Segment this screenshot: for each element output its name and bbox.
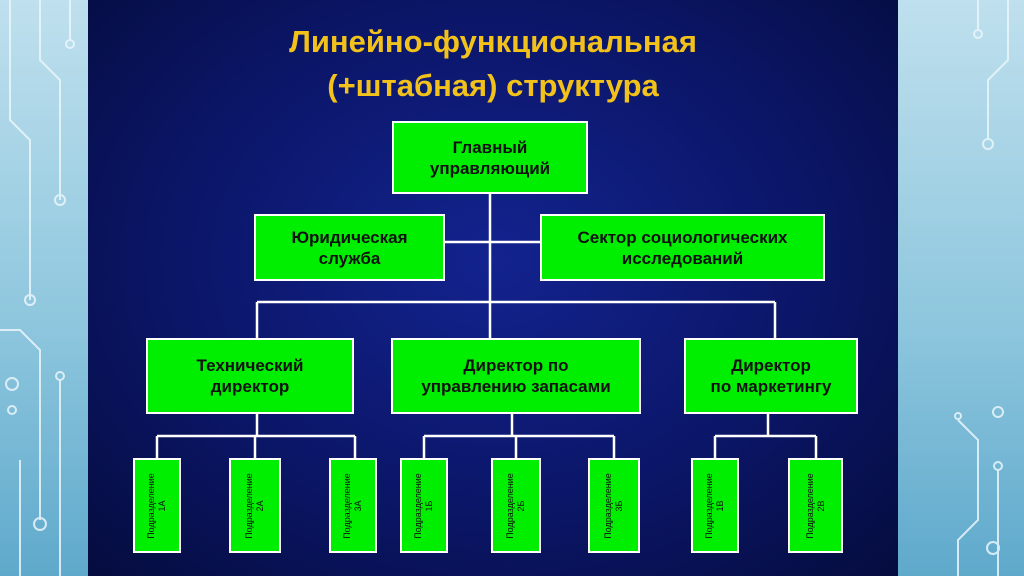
subunit-1v: Подразделение 1В	[691, 458, 739, 553]
subunit-1b: Подразделение 1Б	[400, 458, 448, 553]
subunit-2b: Подразделение 2Б	[491, 458, 541, 553]
node-inventory-director: Директор по управлению запасами	[391, 338, 641, 414]
slide: Линейно-функциональная (+штабная) структ…	[88, 0, 898, 576]
subunit-label: Подразделение 1Б	[413, 472, 434, 539]
subunit-label: Подразделение 3Б	[603, 472, 624, 539]
node-legal-service: Юридическая служба	[254, 214, 445, 281]
subunit-label: Подразделение 3А	[342, 472, 363, 539]
node-ceo: Главный управляющий	[392, 121, 588, 194]
connector-lines	[155, 194, 818, 458]
node-marketing-director: Директор по маркетингу	[684, 338, 858, 414]
subunit-label: Подразделение 1В	[704, 472, 725, 539]
subunit-1a: Подразделение 1А	[133, 458, 181, 553]
subunit-label: Подразделение 2Б	[505, 472, 526, 539]
right-decor-panel	[898, 0, 1024, 576]
subunit-3a: Подразделение 3А	[329, 458, 377, 553]
node-technical-director: Технический директор	[146, 338, 354, 414]
subunit-label: Подразделение 1А	[146, 472, 167, 539]
subunit-2v: Подразделение 2В	[788, 458, 843, 553]
circuit-decoration-right	[954, 0, 1009, 576]
left-decor-panel	[0, 0, 88, 576]
slide-title-line-1: Линейно-функциональная	[289, 24, 697, 59]
subunit-label: Подразделение 2А	[244, 472, 265, 539]
subunit-3b: Подразделение 3Б	[588, 458, 640, 553]
subunit-2a: Подразделение 2А	[229, 458, 281, 553]
node-sociology-sector: Сектор социологических исследований	[540, 214, 825, 281]
circuit-decoration-left	[0, 0, 75, 576]
slide-title-line-2: (+штабная) структура	[327, 68, 659, 103]
subunit-label: Подразделение 2В	[804, 472, 826, 539]
